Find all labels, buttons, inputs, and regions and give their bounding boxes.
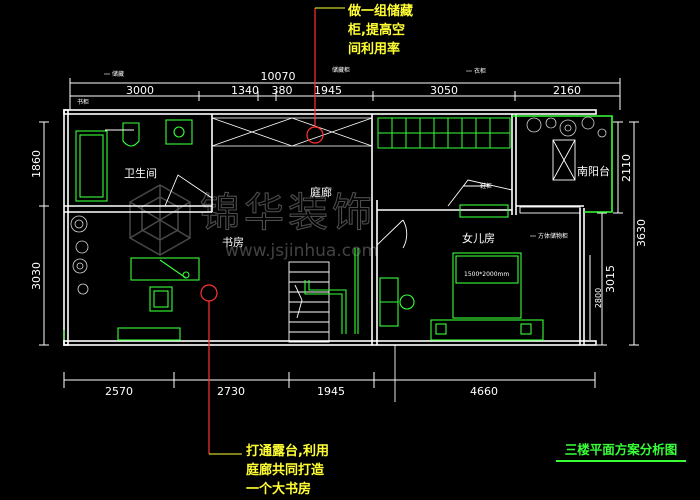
drawing-title: 三楼平面方案分析图	[556, 442, 686, 462]
top-dim-5: 3050	[430, 84, 458, 97]
right-dim-2: 3015	[604, 265, 617, 293]
balcony-railing	[512, 115, 613, 213]
right-dim-1: 2110	[620, 154, 633, 182]
study-furniture	[63, 257, 200, 341]
dimension-lines	[39, 78, 639, 388]
small-label-wardrobe: 衣柜	[474, 67, 486, 75]
bottom-dim-2: 2730	[217, 385, 245, 398]
top-dim-1: 3000	[126, 84, 154, 97]
small-label-storage-cabinet: 储藏柜	[332, 66, 350, 74]
left-dim-1: 1860	[30, 150, 43, 178]
room-label-girls-room: 女儿房	[462, 231, 495, 245]
drawing-title-text: 三楼平面方案分析图	[564, 442, 678, 457]
girls-room-furniture	[379, 204, 544, 341]
bedroom-door	[376, 219, 408, 249]
title-underline	[556, 460, 686, 462]
bottom-dim-1: 2570	[105, 385, 133, 398]
annotation-storage: 做一组储藏 柜,提高空 间利用率	[348, 4, 414, 57]
annotation-study: 打通露台,利用 庭廊共同打造 一个大书房	[246, 444, 329, 497]
annotation-leaders	[200, 7, 396, 455]
bathroom-door	[105, 129, 213, 207]
bathroom-fixtures	[75, 119, 193, 202]
walls	[63, 109, 597, 346]
top-dim-2: 1340	[231, 84, 259, 97]
staircase	[288, 261, 330, 343]
right-dim-3: 3630	[635, 219, 648, 247]
watermark-logo-icon	[129, 184, 191, 256]
balcony-plants	[526, 116, 607, 138]
watermark: 锦华装饰 www.jsjinhua.com	[129, 184, 378, 261]
overall-dimension: 10070	[261, 70, 296, 83]
small-label-bookcase: 书柜	[77, 98, 89, 106]
leader-marker-storage	[306, 126, 324, 144]
room-label-corridor: 庭廊	[310, 185, 332, 199]
void-markings	[211, 117, 373, 147]
top-dim-3: 380	[272, 84, 293, 97]
small-label-bed-size: 1500*2000mm	[464, 271, 509, 278]
balcony-fixtures	[519, 139, 581, 214]
room-label-bathroom: 卫生间	[124, 166, 157, 180]
room-label-study: 书房	[222, 236, 244, 249]
small-label-storage: 储藏	[112, 70, 124, 78]
stair-rail	[304, 248, 359, 334]
top-dim-4: 1945	[314, 84, 342, 97]
bottom-dim-3: 1945	[317, 385, 345, 398]
storage-cabinet	[377, 117, 511, 149]
left-dim-2: 3030	[30, 262, 43, 290]
watermark-site: www.jsjinhua.com	[225, 241, 378, 261]
top-dim-6: 2160	[553, 84, 581, 97]
small-label-cube-cabinet: 方体储物柜	[538, 232, 568, 240]
watermark-brand: 锦华装饰	[200, 190, 376, 236]
small-label-shoe-cabinet: 鞋柜	[480, 182, 492, 190]
leader-marker-study	[200, 284, 218, 302]
inner-dim: 2800	[594, 288, 603, 308]
study-plants	[70, 215, 89, 295]
room-label-south-balcony: 南阳台	[577, 164, 610, 178]
bottom-dim-4: 4660	[470, 385, 498, 398]
